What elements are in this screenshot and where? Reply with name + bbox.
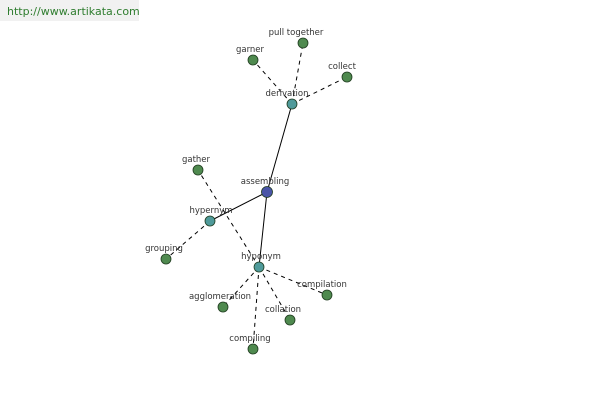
node-label-collect[interactable]: collect — [328, 62, 356, 72]
node-collect[interactable] — [341, 71, 353, 83]
source-url-link[interactable]: http://www.artikata.com — [7, 5, 140, 18]
edge-derivation-pull-together — [291, 42, 304, 105]
node-label-gather[interactable]: gather — [182, 155, 211, 165]
graph-labels: assembling derivation hypernym hyponym garne… — [145, 28, 356, 344]
node-label-assembling[interactable]: assembling — [241, 177, 289, 187]
edge-assembling-derivation — [266, 103, 293, 193]
node-hypernym[interactable] — [204, 215, 216, 227]
edge-derivation-garner — [252, 59, 293, 105]
node-compiling[interactable] — [247, 343, 259, 355]
node-compilation[interactable] — [321, 289, 333, 301]
node-label-hyponym[interactable]: hyponym — [241, 252, 281, 262]
graph-nodes — [160, 37, 353, 355]
node-grouping[interactable] — [160, 253, 172, 265]
node-label-derivation[interactable]: derivation — [265, 89, 308, 99]
node-label-hypernym[interactable]: hypernym — [189, 206, 232, 216]
edge-derivation-collect — [291, 76, 348, 105]
edge-hyponym-gather — [197, 169, 260, 268]
node-hyponym[interactable] — [253, 261, 265, 273]
node-label-compiling[interactable]: compiling — [229, 334, 270, 344]
node-label-compilation[interactable]: compilation — [297, 280, 347, 290]
node-label-collation[interactable]: collation — [265, 305, 301, 315]
node-label-agglomeration[interactable]: agglomeration — [189, 292, 251, 302]
node-garner[interactable] — [247, 54, 259, 66]
edge-hyponym-compiling — [252, 266, 260, 350]
node-agglomeration[interactable] — [217, 301, 229, 313]
node-gather[interactable] — [192, 164, 204, 176]
node-collation[interactable] — [284, 314, 296, 326]
node-label-garner[interactable]: garner — [236, 45, 265, 55]
edge-hyponym-collation — [258, 266, 291, 321]
edge-assembling-hyponym — [258, 191, 268, 268]
node-derivation[interactable] — [286, 98, 298, 110]
node-assembling[interactable] — [261, 186, 273, 198]
source-url-bar: http://www.artikata.com — [0, 0, 140, 21]
graph-edges — [165, 42, 348, 350]
edge-hypernym-grouping — [165, 220, 211, 260]
node-label-pull-together[interactable]: pull together — [269, 28, 324, 38]
edge-assembling-hypernym — [209, 191, 268, 222]
edge-hyponym-agglomeration — [222, 266, 260, 308]
node-label-grouping[interactable]: grouping — [145, 244, 183, 254]
node-pull-together[interactable] — [297, 37, 309, 49]
